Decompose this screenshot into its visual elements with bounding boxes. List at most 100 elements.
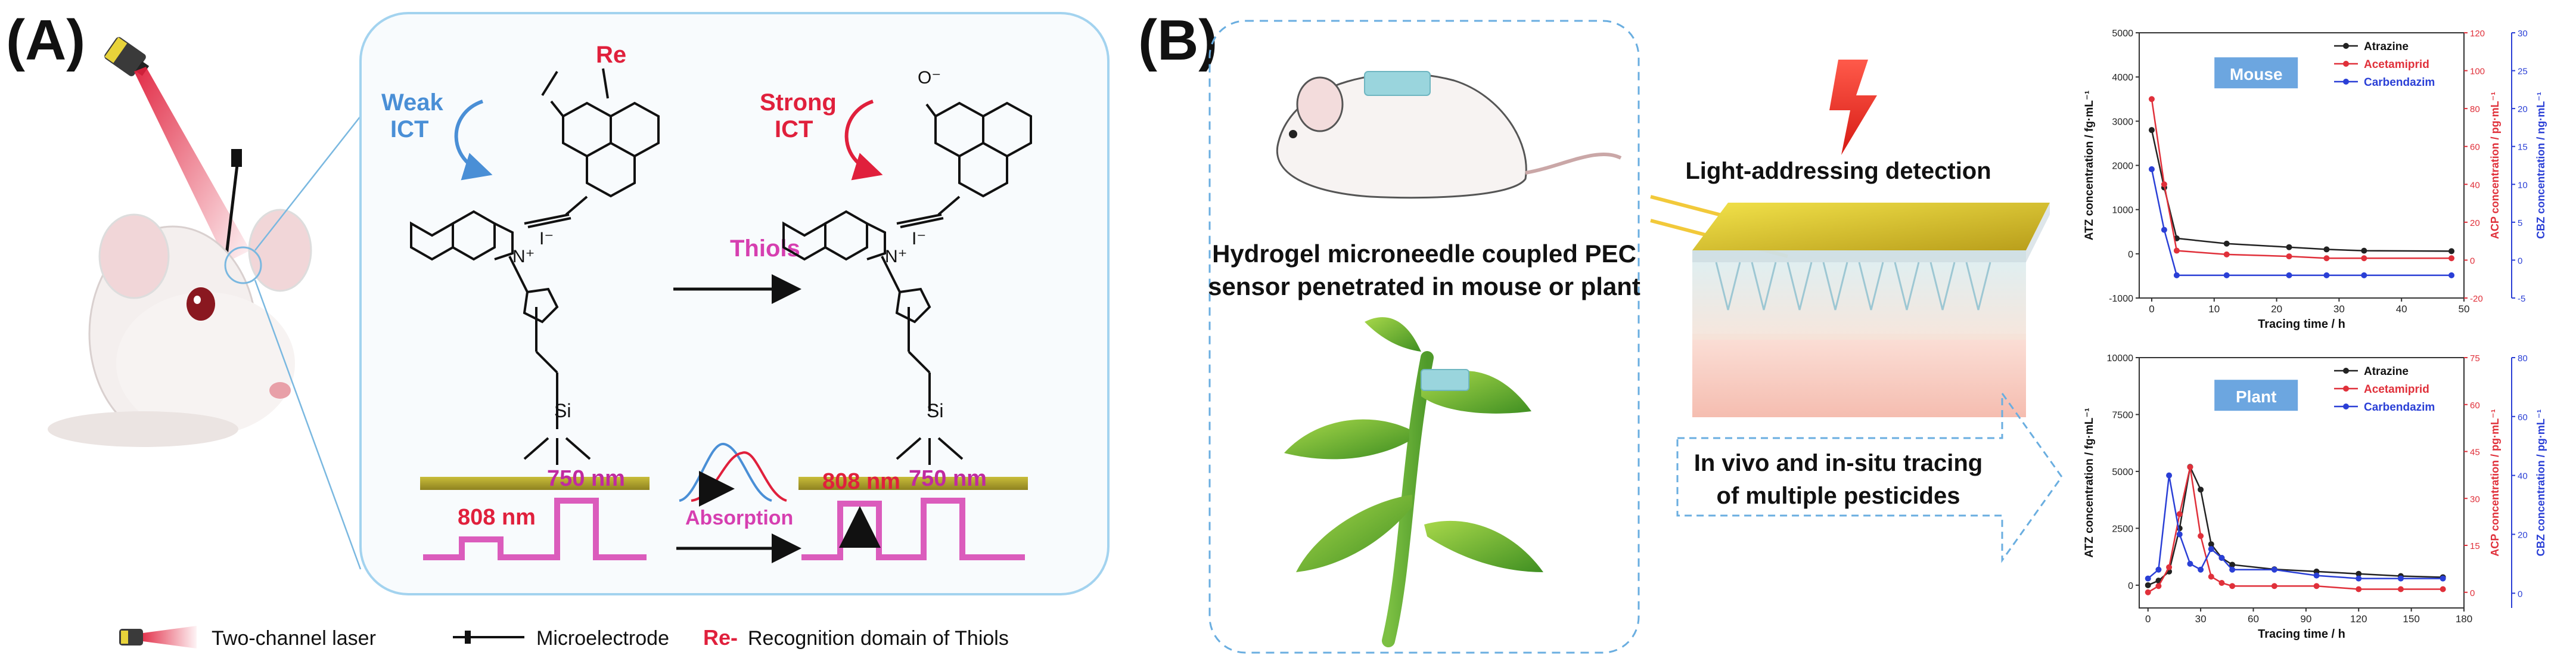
y-tick-label-right2: 60: [2518, 412, 2528, 423]
zoom-box: [359, 12, 1110, 595]
y-tick-label-right1: 60: [2470, 401, 2480, 411]
y-tick-label-left: 7500: [2112, 410, 2133, 420]
data-point-carbendazim: [2218, 555, 2225, 561]
absorption-spectra-icon: [679, 442, 787, 507]
data-point-carbendazim: [2448, 272, 2455, 278]
y-tick-label-right1: 40: [2470, 180, 2480, 190]
weak-ict-label-line1: Weak: [381, 89, 444, 116]
chart-title: Plant: [2236, 387, 2276, 406]
x-axis-label: Tracing time / h: [2258, 628, 2345, 641]
x-tick-label: 60: [2248, 613, 2259, 625]
panel-a-label: (A): [6, 8, 85, 72]
y-tick-label-right1: 100: [2470, 67, 2485, 77]
left-molecule: [410, 70, 660, 465]
y-tick-label-left: 2000: [2112, 162, 2133, 172]
y-tick-label-right1: 120: [2470, 29, 2485, 39]
lightning-bolt-icon: [1829, 60, 1877, 155]
data-point-acetamiprid: [2187, 464, 2193, 470]
data-point-atrazine: [2208, 541, 2214, 548]
y-tick-label-right2: 25: [2518, 67, 2528, 77]
chart-title: Mouse: [2230, 65, 2283, 83]
data-point-carbendazim: [2361, 272, 2367, 278]
x-tick-label: 50: [2459, 303, 2470, 315]
data-point-acetamiprid: [2218, 580, 2225, 586]
x-tick-label: 10: [2208, 303, 2220, 315]
data-point-acetamiprid: [2313, 583, 2320, 589]
y-tick-label-left: 3000: [2112, 117, 2133, 127]
series-line-atrazine: [2151, 129, 2452, 252]
x-tick-label: 150: [2403, 613, 2419, 625]
weak-ict-arrow: [454, 100, 493, 181]
si-atom-left: Si: [554, 400, 571, 421]
data-point-acetamiprid: [2229, 583, 2236, 589]
gold-substrate-right: [798, 477, 1028, 490]
o-minus-right: O⁻: [918, 68, 941, 88]
legend-label: Atrazine: [2364, 41, 2409, 53]
wl-808-left: 808 nm: [458, 505, 536, 530]
data-point-carbendazim: [2313, 572, 2320, 579]
data-point-acetamiprid: [2208, 573, 2214, 580]
x-tick-label: 120: [2350, 613, 2367, 625]
data-point-carbendazim: [2286, 272, 2292, 278]
data-point-carbendazim: [2223, 272, 2230, 278]
data-point-acetamiprid: [2271, 583, 2277, 589]
y-axis-label-right2: CBZ concentration / ng·mL⁻¹: [2535, 92, 2547, 239]
data-point-carbendazim: [2198, 566, 2204, 573]
wl-750-right: 750 nm: [909, 466, 987, 491]
thiols-label: Thiols: [730, 235, 800, 262]
x-tick-label: 40: [2396, 303, 2407, 315]
x-tick-label: 90: [2300, 613, 2311, 625]
legend-marker: [2343, 61, 2349, 67]
data-point-carbendazim: [2176, 531, 2183, 538]
x-tick-label: 30: [2195, 613, 2207, 625]
y-tick-label-left: 5000: [2112, 467, 2133, 477]
x-axis-label: Tracing time / h: [2258, 318, 2345, 331]
legend-marker: [2343, 368, 2349, 374]
data-point-carbendazim: [2271, 566, 2277, 573]
data-point-atrazine: [2229, 561, 2236, 568]
data-point-acetamiprid: [2145, 589, 2151, 595]
y-tick-label-right1: 80: [2470, 104, 2480, 114]
tracing-dashed-arrow: [1676, 390, 2063, 563]
data-point-carbendazim: [2397, 575, 2404, 582]
data-point-atrazine: [2323, 246, 2330, 253]
data-point-carbendazim: [2440, 575, 2446, 582]
y-tick-label-right1: 75: [2470, 353, 2480, 364]
y-tick-label-right1: 45: [2470, 448, 2480, 458]
re-bond: [602, 68, 609, 99]
y-tick-label-right2: 30: [2518, 29, 2528, 39]
series-line-carbendazim: [2151, 169, 2452, 277]
data-point-atrazine: [2223, 240, 2230, 247]
data-point-acetamiprid: [2173, 247, 2180, 254]
y-tick-label-right1: 30: [2470, 494, 2480, 504]
y-tick-label-right2: 40: [2518, 471, 2528, 482]
data-point-atrazine: [2145, 582, 2151, 588]
sensor-text-line1: Hydrogel microneedle coupled PEC: [1212, 240, 1636, 268]
y-tick-label-left: 5000: [2112, 29, 2133, 39]
x-tick-label: 0: [2145, 613, 2151, 625]
light-addressing-text: Light-addressing detection: [1685, 158, 1991, 184]
microelectrode-legend-icon: [453, 631, 524, 644]
y-tick-label-right2: 0: [2518, 256, 2522, 266]
data-point-carbendazim: [2166, 472, 2173, 479]
plant-illustration: [1284, 317, 1543, 647]
data-point-acetamiprid: [2198, 533, 2204, 539]
series-line-acetamiprid: [2151, 99, 2452, 259]
x-tick-label: 0: [2149, 303, 2154, 315]
y-tick-label-right1: -20: [2470, 294, 2483, 304]
series-line-atrazine: [2148, 464, 2443, 586]
wl-750-left: 750 nm: [547, 466, 625, 491]
y-axis-label-right2: CBZ concentration / pg·mL⁻¹: [2535, 409, 2547, 557]
data-point-carbendazim: [2208, 546, 2214, 553]
strong-ict-label-line1: Strong: [760, 89, 837, 116]
y-tick-label-right2: -5: [2518, 294, 2525, 304]
y-tick-label-left: -1000: [2109, 294, 2133, 304]
panel-a: (A): [6, 8, 1110, 650]
series-line-carbendazim: [2147, 475, 2443, 579]
data-point-atrazine: [2148, 127, 2155, 134]
legend-label: Atrazine: [2364, 365, 2409, 378]
data-point-carbendazim: [2229, 566, 2236, 573]
data-point-acetamiprid: [2448, 255, 2455, 262]
